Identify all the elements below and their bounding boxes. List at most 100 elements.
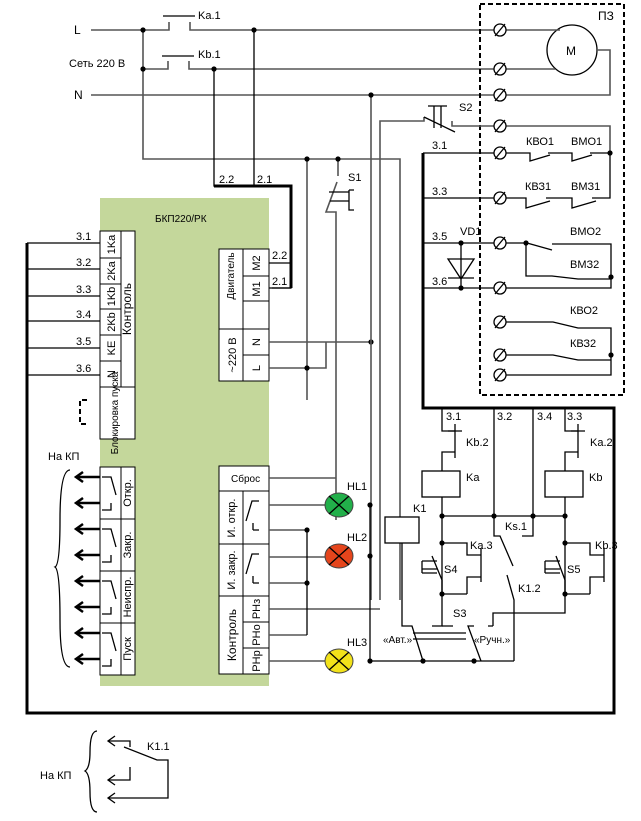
contact-kb2-label: Kb.2 — [466, 437, 489, 449]
control-group-label: Контроль — [120, 283, 134, 335]
switch-kvz2-label: КВЗ2 — [570, 338, 596, 350]
mode-auto-label: «Авт.» — [383, 635, 413, 646]
terminal-3 — [493, 88, 507, 102]
control-input-ke: KE — [106, 341, 118, 356]
actuator-box: ПЗ M S2 КВО1 ВМО1 3.1 КВЗ1 ВМЗ1 3.3 VD1 … — [379, 3, 625, 600]
power-group-label: ~220 В — [227, 337, 239, 372]
coil-kb-label: Kb — [589, 472, 602, 484]
arrow-left-icon — [73, 522, 84, 536]
coil-k1-label: K1 — [413, 503, 426, 515]
pulse-open-label: И. откр. — [226, 499, 238, 538]
contact-ka1-label: Ka.1 — [198, 10, 221, 22]
arrow-left-icon — [73, 652, 84, 666]
control-input-1ka: 1Ka — [106, 234, 118, 254]
lamp-label: HL1 — [347, 481, 367, 493]
indicator-term-rho: РНо — [251, 624, 263, 645]
terminal-7 — [493, 236, 507, 250]
mode-manual-label: «Ручн.» — [474, 635, 511, 646]
switch-kvz1-label: КВЗ1 — [525, 181, 551, 193]
coil-ka — [421, 470, 461, 498]
switch-kvo1-label: КВО1 — [526, 136, 554, 148]
arrow-left-icon — [73, 626, 84, 640]
control-input-1kb: 1Kb — [106, 287, 118, 307]
input-wire-3.6: 3.6 — [76, 363, 91, 375]
pulse-close-label: И. закр. — [226, 550, 238, 589]
supply-lines: L Сеть 220 В N Ka.1 Kb.1 2.2 2.1 — [69, 10, 500, 600]
controller-title: БКП220/РК — [155, 214, 207, 225]
lamp-hl3: HL3 — [324, 637, 367, 674]
contact-k11-label: K1.1 — [147, 741, 170, 753]
switch-s3-label: S3 — [453, 608, 466, 620]
outputs-dest-label: На КП — [48, 451, 80, 463]
wire-33-label: 3.3 — [432, 186, 447, 198]
indicator-term-rhz: РНз — [251, 599, 263, 619]
wire-22-label: 2.2 — [219, 174, 234, 186]
switch-vmo2-label: ВМО2 — [570, 226, 601, 238]
diode-vd1-label: VD1 — [460, 226, 481, 238]
power-term-l: L — [251, 365, 263, 371]
indicator-group-label: Контроль — [225, 609, 239, 661]
indicator-term-rhr: РНр — [251, 650, 263, 671]
control-input-wires: 3.13.23.33.43.53.6 — [25, 231, 100, 376]
coil-kb — [544, 470, 584, 498]
motor-term-m1: M1 — [251, 281, 263, 296]
control-input-2ka: 2Ka — [106, 260, 118, 280]
switch-s5-label: S5 — [567, 564, 580, 576]
motor-term-m2: M2 — [251, 255, 263, 270]
switch-s4-label: S4 — [444, 564, 457, 576]
wire-31-label: 3.1 — [432, 140, 447, 152]
switch-kvo2-label: КВО2 — [570, 305, 598, 317]
relay-wire-34: 3.4 — [537, 411, 552, 423]
terminal-strip — [493, 23, 507, 382]
contact-kb1-label: Kb.1 — [198, 49, 221, 61]
arrow-left-icon — [73, 548, 84, 562]
k11-contact-group: На КП K1.1 — [40, 730, 170, 813]
relay-output-label-0: Откр. — [122, 479, 134, 507]
terminal-4 — [493, 119, 507, 133]
switch-vmo1-label: ВМО1 — [571, 136, 602, 148]
terminal-5 — [493, 146, 507, 160]
contact-ks1-label: Ks.1 — [505, 521, 527, 533]
switch-s2-label: S2 — [459, 102, 472, 114]
terminal-8 — [493, 281, 507, 295]
input-wire-3.3: 3.3 — [76, 284, 91, 296]
contact-kb3-label: Kb.3 — [595, 540, 618, 552]
neutral-label: N — [74, 88, 83, 102]
power-term-n: N — [251, 338, 263, 346]
terminal-6 — [493, 191, 507, 205]
relay-output-arrows — [73, 470, 100, 666]
contact-ka3-label: Ka.3 — [470, 540, 493, 552]
relay-circuit: 3.1 3.2 3.4 3.3 Kb.2 Ka.2 Ka Kb K1 Ks.1 … — [370, 408, 618, 664]
terminal-9 — [493, 315, 507, 329]
actuator-title: ПЗ — [598, 9, 614, 23]
relay-output-label-3: Пуск — [122, 637, 134, 661]
wire-36-label: 3.6 — [432, 276, 447, 288]
switch-vmz1-label: ВМЗ1 — [571, 181, 600, 193]
bottom-dest-label: На КП — [40, 770, 72, 782]
wire-21-term-label: 2.1 — [272, 276, 287, 288]
start-block-label: Блокировка пуска — [110, 371, 121, 454]
lamp-hl2: HL2 — [324, 532, 367, 569]
arrow-left-icon — [73, 600, 84, 614]
contact-ka2-label: Ka.2 — [590, 437, 613, 449]
input-wire-3.2: 3.2 — [76, 257, 91, 269]
wire-22-term-label: 2.2 — [272, 250, 287, 262]
relay-wire-32: 3.2 — [497, 411, 512, 423]
input-wire-3.5: 3.5 — [76, 336, 91, 348]
coil-ka-label: Ka — [466, 472, 480, 484]
coil-k1 — [384, 516, 420, 544]
relay-output-label-2: Неиспр. — [122, 577, 134, 618]
line-label: L — [74, 23, 81, 37]
arrow-left-icon — [73, 574, 84, 588]
terminal-11 — [493, 368, 507, 382]
motor-group-label: Двигатель — [226, 252, 237, 299]
lamp-hl1: HL1 — [324, 481, 367, 518]
control-input-n: N — [106, 370, 118, 378]
reset-label: Сброс — [231, 473, 260, 485]
network-label: Сеть 220 В — [69, 58, 125, 70]
relay-wire-33: 3.3 — [567, 411, 582, 423]
arrow-left-icon — [73, 496, 84, 510]
